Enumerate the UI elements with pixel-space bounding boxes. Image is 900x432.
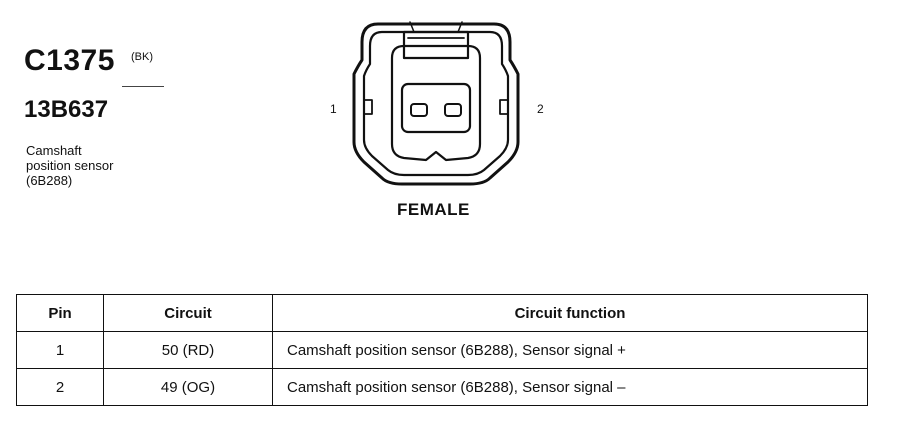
description-line: (6B288) xyxy=(26,173,73,188)
part-number: 13B637 xyxy=(24,96,109,123)
pin-2-label: 2 xyxy=(537,102,544,116)
table-row: 1 50 (RD) Camshaft position sensor (6B28… xyxy=(16,331,868,369)
divider xyxy=(122,86,164,87)
cell-circuit: 50 (RD) xyxy=(103,331,273,369)
header-pin: Pin xyxy=(16,294,104,332)
connector-gender-label: FEMALE xyxy=(397,200,470,219)
table-row: 2 49 (OG) Camshaft position sensor (6B28… xyxy=(16,368,868,406)
description-line: Camshaft xyxy=(26,143,82,158)
cell-pin: 2 xyxy=(16,368,104,406)
description-line: position sensor xyxy=(26,158,114,173)
cell-circuit: 49 (OG) xyxy=(103,368,273,406)
cell-function: Camshaft position sensor (6B288), Sensor… xyxy=(272,368,868,406)
pin-table: Pin Circuit Circuit function 1 50 (RD) C… xyxy=(16,294,868,406)
header-circuit: Circuit xyxy=(103,294,273,332)
table-header-row: Pin Circuit Circuit function xyxy=(16,294,868,332)
connector-id: C1375 xyxy=(24,44,115,77)
cell-pin: 1 xyxy=(16,331,104,369)
header-circuit-function: Circuit function xyxy=(272,294,868,332)
pin-1-label: 1 xyxy=(330,102,337,116)
connector-description: Camshaft position sensor (6B288) xyxy=(26,143,166,188)
connector-color-code: (BK) xyxy=(131,51,153,63)
cell-function: Camshaft position sensor (6B288), Sensor… xyxy=(272,331,868,369)
connector-face-drawing xyxy=(352,21,520,186)
